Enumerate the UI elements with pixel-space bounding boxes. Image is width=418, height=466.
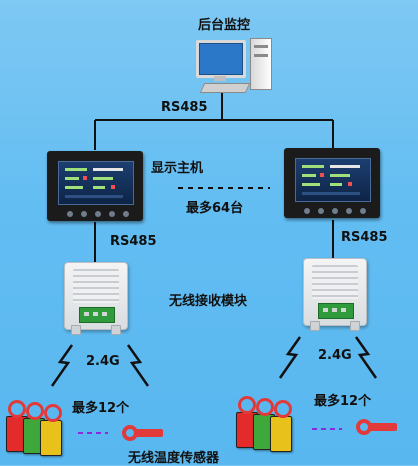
receiver-right bbox=[303, 258, 367, 331]
temperature-sensor-icon bbox=[40, 420, 62, 456]
rs485-top-label: RS485 bbox=[161, 100, 208, 115]
sensor-dash-lines bbox=[78, 428, 342, 434]
max-hosts-label: 最多64台 bbox=[186, 201, 244, 216]
sensor-ring bbox=[26, 402, 44, 420]
sensor-ring bbox=[256, 398, 274, 416]
host-screen bbox=[295, 158, 371, 202]
temperature-sensor-icon bbox=[270, 416, 292, 452]
computer-icon bbox=[196, 38, 272, 96]
monitor-label: 后台监控 bbox=[198, 18, 251, 33]
display-host-label: 显示主机 bbox=[151, 161, 204, 176]
lightning-icon bbox=[50, 336, 378, 387]
monitor-stand bbox=[214, 76, 226, 81]
receiver-label: 无线接收模块 bbox=[169, 294, 248, 309]
max-sensors-left-label: 最多12个 bbox=[72, 401, 130, 416]
host-left bbox=[47, 151, 143, 221]
sensor-ring bbox=[44, 404, 62, 422]
sensor-label: 无线温度传感器 bbox=[128, 451, 220, 466]
terminal-block bbox=[318, 303, 354, 319]
rs485-right-label: RS485 bbox=[341, 230, 388, 245]
host-screen bbox=[58, 161, 134, 205]
rs485-left-label: RS485 bbox=[110, 234, 157, 249]
freq-right-label: 2.4G bbox=[318, 348, 352, 363]
receiver-left bbox=[64, 262, 128, 335]
monitor-screen bbox=[196, 40, 246, 78]
temperature-sensor-icon bbox=[356, 419, 397, 435]
sensor-ring bbox=[274, 400, 292, 418]
keyboard bbox=[199, 83, 251, 93]
sensor-ring bbox=[8, 400, 26, 418]
temperature-sensor-icon bbox=[122, 425, 163, 441]
sensor-ring bbox=[238, 396, 256, 414]
terminal-block bbox=[79, 307, 115, 323]
max-sensors-right-label: 最多12个 bbox=[314, 394, 372, 409]
pc-tower bbox=[250, 38, 272, 90]
freq-left-label: 2.4G bbox=[86, 354, 120, 369]
host-right bbox=[284, 148, 380, 218]
